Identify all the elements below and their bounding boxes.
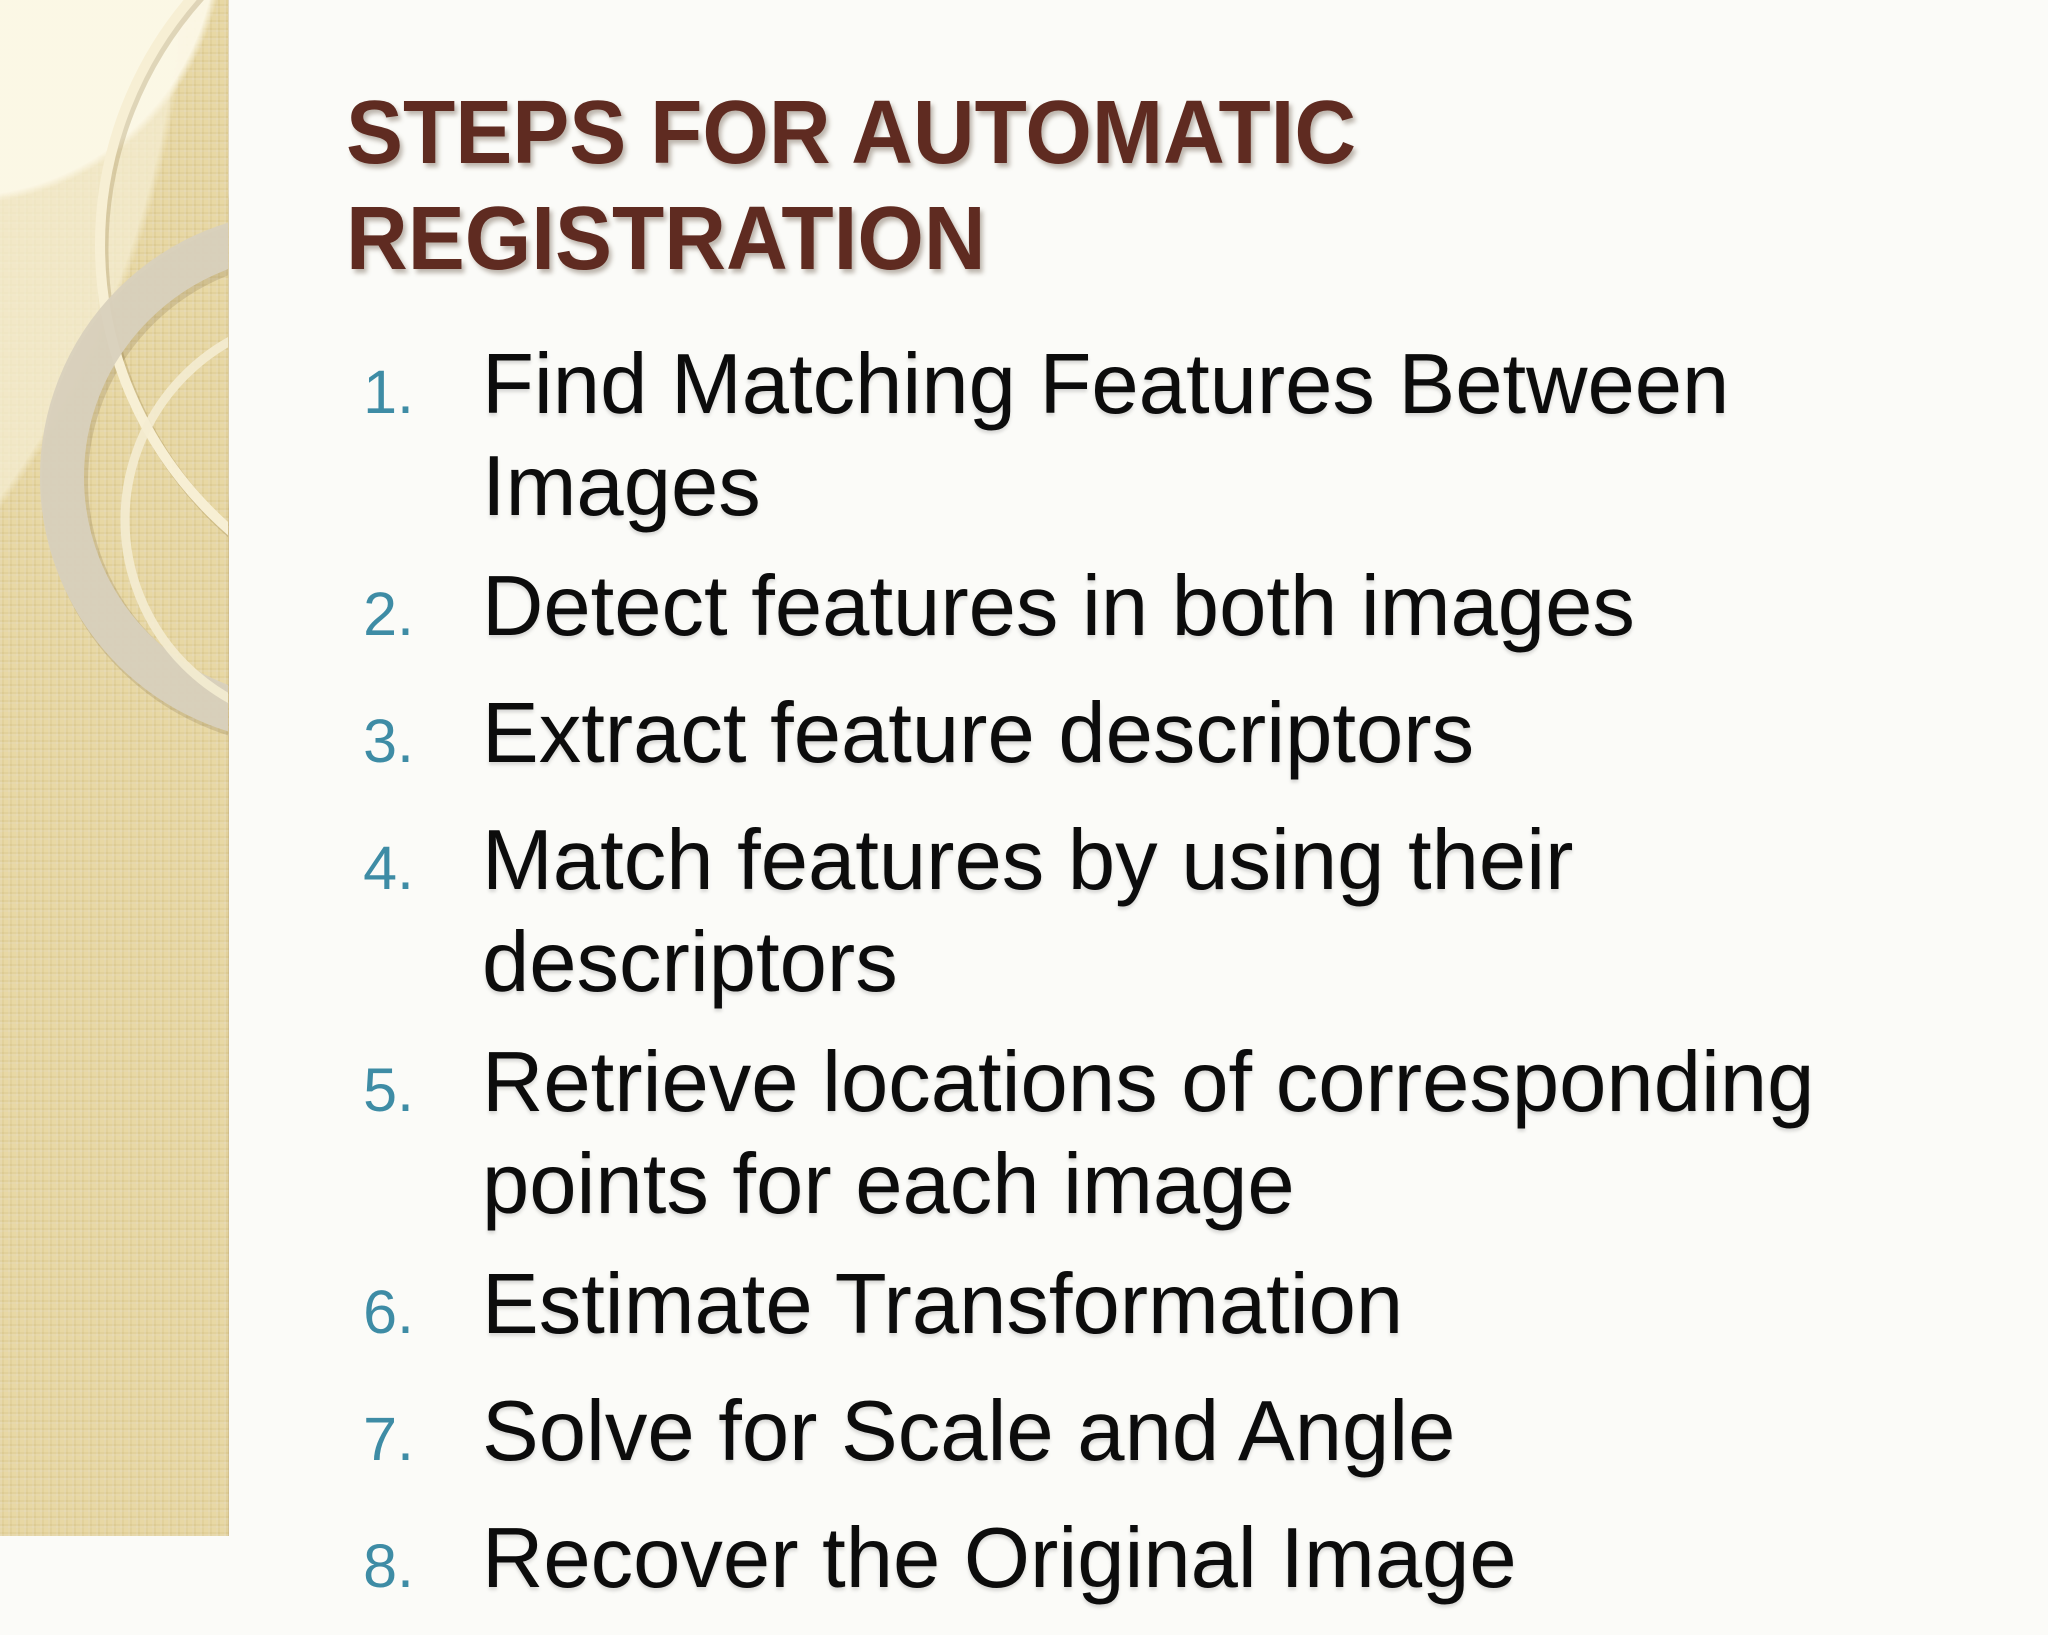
ring-ornament-inner xyxy=(120,337,228,703)
list-item-text: Solve for Scale and Angle xyxy=(482,1384,1456,1479)
ring-ornament-thick xyxy=(40,222,228,732)
list-item-number: 3. xyxy=(363,707,414,775)
list-item: 1. Find Matching Features Between Images xyxy=(346,334,1920,538)
list-item: 4. Match features by using their descrip… xyxy=(346,810,1920,1014)
list-item: 3. Extract feature descriptors xyxy=(346,683,1920,792)
steps-list: 1. Find Matching Features Between Images… xyxy=(346,334,1920,1635)
decorative-sidebar xyxy=(0,0,229,1536)
list-item-number: 8. xyxy=(363,1532,414,1600)
list-item-text: Recover the Original Image xyxy=(482,1511,1517,1606)
list-item-text: Extract feature descriptors xyxy=(482,686,1475,781)
list-item: 8. Recover the Original Image xyxy=(346,1508,1920,1617)
list-item-number: 6. xyxy=(363,1278,414,1346)
list-item-text: Estimate Transformation xyxy=(482,1257,1404,1352)
list-item-text: Find Matching Features Between Images xyxy=(482,337,1730,534)
list-item-number: 2. xyxy=(363,580,414,648)
list-item-number: 5. xyxy=(363,1056,414,1124)
circle-ornaments xyxy=(40,0,228,736)
title-line-2: REGISTRATION xyxy=(346,189,986,289)
list-item-number: 4. xyxy=(363,834,414,902)
list-item-text: Match features by using their descriptor… xyxy=(482,813,1574,1010)
ring-ornament-top xyxy=(95,0,228,536)
list-item: 7. Solve for Scale and Angle xyxy=(346,1381,1920,1490)
list-item: 6. Estimate Transformation xyxy=(346,1254,1920,1363)
list-item-text: Retrieve locations of corresponding poin… xyxy=(482,1035,1815,1232)
list-item-number: 7. xyxy=(363,1405,414,1473)
list-item-number: 1. xyxy=(363,358,414,426)
slide-content: STEPS FOR AUTOMATIC REGISTRATION 1. Find… xyxy=(228,0,2048,1606)
list-item-text: Detect features in both images xyxy=(482,559,1635,654)
list-item: 2. Detect features in both images xyxy=(346,556,1920,665)
title-line-1: STEPS FOR AUTOMATIC xyxy=(346,83,1357,183)
page-title: STEPS FOR AUTOMATIC REGISTRATION xyxy=(346,80,1356,292)
list-item: 5. Retrieve locations of corresponding p… xyxy=(346,1032,1920,1236)
